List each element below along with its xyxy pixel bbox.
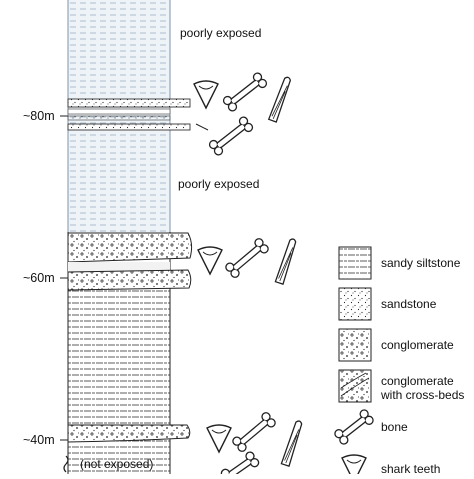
depth-label-60m: ~60m xyxy=(23,271,55,285)
legend-label-conglomerate-cross-beds: conglomerate with cross-beds xyxy=(381,374,465,402)
column-break-symbol xyxy=(63,455,69,473)
legend-label-sandy-siltstone: sandy siltstone xyxy=(381,256,461,270)
bone-icon xyxy=(222,72,268,112)
legend-bone-icon xyxy=(334,409,374,445)
tusk-icon xyxy=(274,238,297,285)
poorly-exposed-label-top: poorly exposed xyxy=(180,26,262,40)
tusk-icon xyxy=(280,420,303,467)
legend-swatch-sandy-siltstone xyxy=(338,246,372,280)
tusk-icon xyxy=(267,76,292,123)
conglomerate-package-60m xyxy=(67,232,193,291)
not-exposed-label: (not exposed) xyxy=(80,457,154,471)
shark-tooth-icon xyxy=(197,246,223,276)
thin-sandstone-beds-80m xyxy=(67,98,191,131)
depth-label-40m: ~40m xyxy=(23,433,55,447)
legend-label-conglomerate: conglomerate xyxy=(381,338,454,352)
legend-swatch-conglomerate-cross-beds xyxy=(338,369,372,403)
poorly-exposed-label-mid: poorly exposed xyxy=(178,177,260,191)
bone-icon xyxy=(232,412,276,452)
depth-label-80m: ~80m xyxy=(23,109,55,123)
legend-label-bone: bone xyxy=(381,420,408,434)
bone-icon xyxy=(220,451,260,479)
bone-icon xyxy=(225,238,269,278)
bone-icon xyxy=(208,116,254,156)
shark-tooth-icon xyxy=(193,80,219,110)
legend-swatch-sandstone xyxy=(338,287,372,321)
conglomerate-bed-40m xyxy=(67,424,191,443)
legend-label-sandstone: sandstone xyxy=(381,297,437,311)
legend-label-shark-teeth: shark teeth xyxy=(381,462,441,476)
legend-swatch-conglomerate xyxy=(338,328,372,362)
shark-tooth-icon xyxy=(206,424,232,454)
legend-shark-tooth-icon xyxy=(341,454,367,479)
